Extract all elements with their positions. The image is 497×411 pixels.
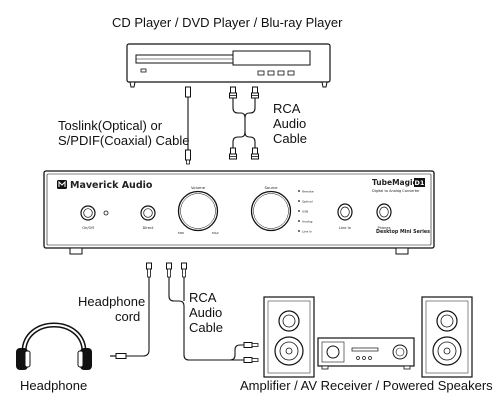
headphone-icon bbox=[16, 322, 92, 370]
rca-bottom-label-line2: Audio bbox=[189, 305, 223, 320]
disc-player bbox=[126, 43, 331, 88]
volume-max-label: MAX bbox=[212, 231, 219, 235]
dac-unit: Maverick Audio TubeMagic D1 Digital to A… bbox=[43, 170, 435, 255]
source-devices-label: CD Player / DVD Player / Blu-ray Player bbox=[112, 15, 343, 30]
direct-label: Direct bbox=[143, 226, 154, 230]
digital-cable-label-line2: S/PDIF(Coaxial) Cable bbox=[58, 133, 190, 148]
player-display bbox=[232, 50, 311, 66]
player-power-button bbox=[140, 68, 147, 73]
source-options: Remote Optical USB Analog Line In bbox=[298, 189, 314, 233]
source-knob bbox=[250, 190, 292, 232]
source-option: Remote bbox=[302, 189, 314, 193]
model-badge bbox=[414, 178, 425, 187]
volume-label: Volume bbox=[191, 185, 206, 190]
model-tagline: Digital to Analog Converter bbox=[372, 189, 420, 193]
rca-top-label-line2: Audio bbox=[273, 116, 307, 131]
line-in-label: Line In bbox=[339, 226, 351, 230]
rca-cable-bottom bbox=[166, 262, 259, 363]
rca-bottom-label-line3: Cable bbox=[189, 320, 223, 335]
rca-top-label-line1: RCA bbox=[273, 101, 301, 116]
digital-cable bbox=[185, 86, 191, 165]
source-label: Source bbox=[264, 185, 278, 190]
rca-top-label-line3: Cable bbox=[273, 131, 307, 146]
volume-knob bbox=[177, 190, 219, 232]
source-option: USB bbox=[302, 209, 308, 213]
maverick-logo-icon bbox=[57, 180, 67, 189]
output-devices-label: Amplifier / AV Receiver / Powered Speake… bbox=[240, 378, 493, 393]
headphone-cord-label-line2: cord bbox=[115, 309, 141, 324]
model-name: TubeMagic bbox=[372, 178, 417, 187]
right-foot bbox=[395, 247, 409, 255]
phones-label: Phones bbox=[377, 226, 390, 230]
rca-cable-top bbox=[229, 86, 259, 160]
volume-min-label: MIN bbox=[178, 231, 184, 235]
amplifier-icon bbox=[317, 337, 415, 370]
speaker-icon bbox=[421, 296, 473, 378]
digital-cable-label-line1: Toslink(Optical) or bbox=[58, 118, 163, 133]
brand-name: Maverick Audio bbox=[70, 180, 153, 191]
source-option: Analog bbox=[302, 219, 312, 223]
speaker-icon bbox=[263, 296, 315, 378]
headphone-cord-label-line1: Headphone bbox=[78, 294, 146, 309]
headphone-cord bbox=[110, 262, 152, 359]
power-label: On/Off bbox=[82, 226, 94, 230]
source-option: Optical bbox=[302, 199, 313, 203]
power-led bbox=[103, 210, 109, 216]
rca-bottom-label-line1: RCA bbox=[189, 290, 217, 305]
source-option: Line In bbox=[302, 229, 312, 233]
model-suffix: D1 bbox=[415, 179, 425, 187]
series-label: Desktop Mini Series bbox=[376, 229, 430, 235]
headphone-label: Headphone bbox=[20, 378, 88, 393]
left-foot bbox=[69, 247, 83, 255]
